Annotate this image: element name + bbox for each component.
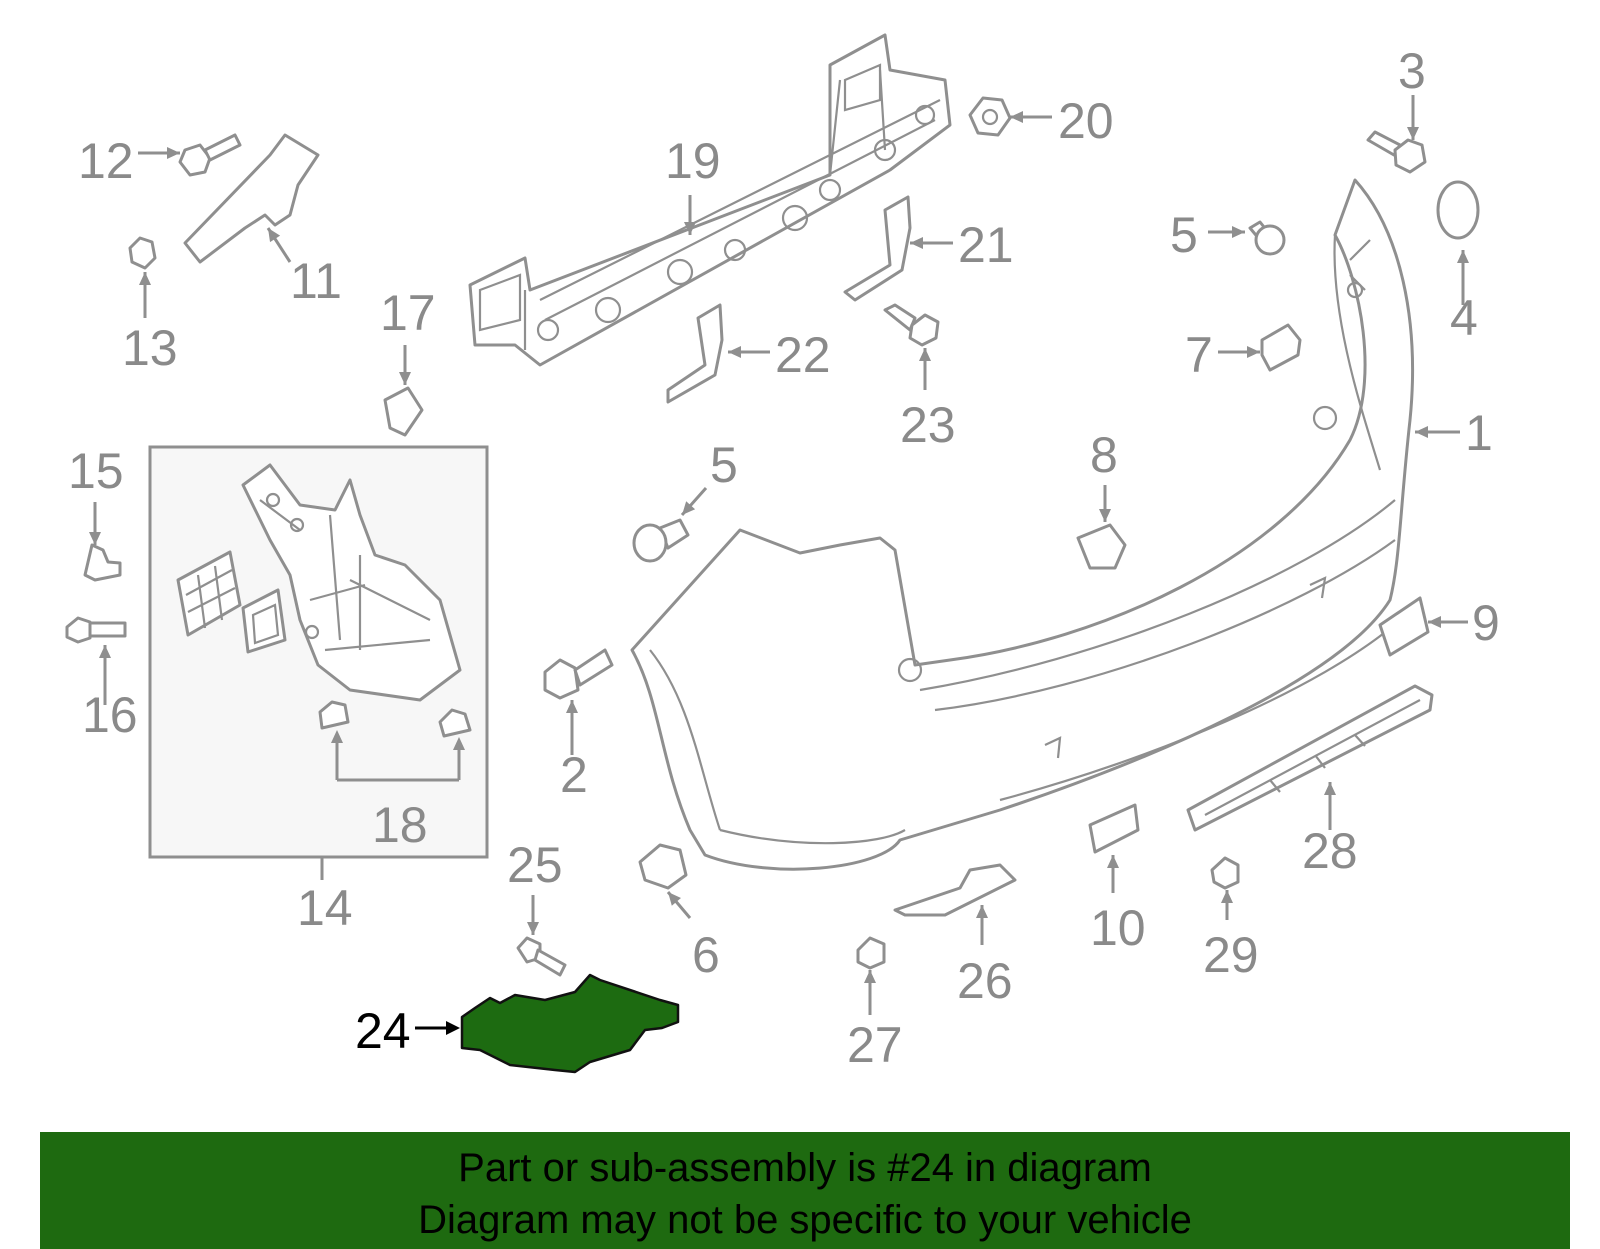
part-26-bracket[interactable] bbox=[893, 863, 1017, 917]
part-12-bolt[interactable] bbox=[178, 133, 242, 177]
part-28-deflector[interactable] bbox=[1186, 684, 1434, 832]
arrowhead-28 bbox=[1324, 782, 1336, 795]
label-1: 1 bbox=[1465, 405, 1493, 461]
arrowhead-19 bbox=[684, 222, 696, 235]
label-17: 17 bbox=[380, 285, 436, 341]
label-4: 4 bbox=[1450, 290, 1478, 346]
arrowhead-12 bbox=[167, 147, 180, 159]
label-28: 28 bbox=[1302, 823, 1358, 879]
part-25-bolt[interactable] bbox=[516, 936, 567, 977]
arrowhead-20 bbox=[1010, 111, 1023, 123]
label-19: 19 bbox=[665, 133, 721, 189]
arrowhead-1 bbox=[1415, 426, 1428, 438]
arrowhead-29 bbox=[1221, 890, 1233, 903]
label-20: 20 bbox=[1058, 93, 1114, 149]
arrowhead-22 bbox=[728, 346, 741, 358]
label-13: 13 bbox=[122, 320, 178, 376]
arrowhead-16 bbox=[99, 645, 111, 658]
label-11: 11 bbox=[290, 253, 342, 309]
part-6-sensor[interactable] bbox=[638, 843, 688, 890]
arrowhead-5a bbox=[1232, 226, 1245, 238]
part-21-bracket[interactable] bbox=[843, 195, 912, 302]
part-14-bracket-assembly-box[interactable] bbox=[148, 445, 489, 859]
arrowhead-23 bbox=[919, 348, 931, 361]
arrowhead-4 bbox=[1457, 250, 1469, 263]
arrowhead-8 bbox=[1099, 509, 1111, 522]
footer-line-2: Diagram may not be specific to your vehi… bbox=[418, 1198, 1192, 1242]
label-22: 22 bbox=[775, 327, 831, 383]
label-8: 8 bbox=[1090, 427, 1118, 483]
part-24-bracket-highlighted[interactable] bbox=[460, 973, 680, 1074]
label-9: 9 bbox=[1472, 595, 1500, 651]
label-12: 12 bbox=[78, 133, 134, 189]
label-3: 3 bbox=[1398, 43, 1426, 99]
arrowhead-2 bbox=[566, 700, 578, 713]
footer-line-1: Part or sub-assembly is #24 in diagram bbox=[458, 1146, 1152, 1190]
leader-bracket-18 bbox=[335, 738, 461, 782]
label-5b: 5 bbox=[710, 437, 738, 493]
label-18: 18 bbox=[372, 797, 428, 853]
part-10-reflector[interactable] bbox=[1088, 803, 1140, 854]
label-14: 14 bbox=[297, 880, 353, 936]
label-6: 6 bbox=[692, 927, 720, 983]
arrowhead-15 bbox=[89, 532, 101, 545]
arrowhead-21 bbox=[910, 237, 923, 249]
part-5a-clip[interactable] bbox=[1248, 220, 1286, 256]
part-11-bracket[interactable] bbox=[183, 133, 320, 264]
arrowhead-26 bbox=[976, 905, 988, 918]
part-2-bolt[interactable] bbox=[543, 648, 614, 700]
label-24: 24 bbox=[355, 1003, 411, 1059]
leader-arrows bbox=[89, 95, 1469, 1035]
label-25: 25 bbox=[507, 837, 563, 893]
part-1-bumper-cover[interactable] bbox=[630, 178, 1415, 871]
label-21: 21 bbox=[958, 217, 1014, 273]
part-5b-clip[interactable] bbox=[632, 518, 690, 563]
label-26: 26 bbox=[957, 953, 1013, 1009]
arrowhead-18-1 bbox=[331, 730, 343, 743]
label-23: 23 bbox=[900, 397, 956, 453]
part-4-cap[interactable] bbox=[1436, 180, 1480, 240]
part-15-retainer[interactable] bbox=[83, 543, 122, 582]
arrowhead-6 bbox=[668, 892, 681, 906]
arrowhead-27 bbox=[864, 970, 876, 983]
arrowhead-3 bbox=[1407, 127, 1419, 140]
label-16: 16 bbox=[82, 687, 138, 743]
part-29-clip[interactable] bbox=[1210, 856, 1240, 890]
arrowhead-13 bbox=[139, 272, 151, 285]
arrowhead-5b bbox=[682, 501, 696, 515]
arrowhead-11 bbox=[268, 228, 281, 243]
part-17-clip[interactable] bbox=[383, 386, 424, 437]
footer-banner: Part or sub-assembly is #24 in diagram D… bbox=[40, 1132, 1570, 1249]
part-9-reflector[interactable] bbox=[1378, 596, 1430, 657]
arrowhead-24 bbox=[446, 1021, 460, 1035]
label-15: 15 bbox=[68, 443, 124, 499]
label-29: 29 bbox=[1203, 927, 1259, 983]
part-22-bracket[interactable] bbox=[666, 303, 724, 404]
label-10: 10 bbox=[1090, 900, 1146, 956]
arrowhead-9 bbox=[1428, 616, 1441, 628]
arrowhead-18-2 bbox=[453, 737, 465, 750]
part-13-nut[interactable] bbox=[128, 236, 157, 270]
part-20-nut[interactable] bbox=[968, 96, 1012, 137]
part-3-bolt[interactable] bbox=[1366, 130, 1427, 174]
part-16-bolt[interactable] bbox=[65, 616, 127, 644]
arrowhead-25 bbox=[527, 922, 539, 935]
arrowhead-7 bbox=[1247, 346, 1260, 358]
label-5a: 5 bbox=[1170, 207, 1198, 263]
part-8-bracket[interactable] bbox=[1076, 523, 1127, 570]
part-19-reinforcement-beam[interactable] bbox=[468, 33, 952, 367]
arrowhead-17 bbox=[399, 372, 411, 385]
arrowhead-10 bbox=[1107, 855, 1119, 868]
label-2: 2 bbox=[560, 747, 588, 803]
label-7: 7 bbox=[1185, 327, 1213, 383]
part-23-bolt[interactable] bbox=[883, 303, 940, 347]
part-27-clip[interactable] bbox=[856, 936, 886, 970]
label-27: 27 bbox=[847, 1017, 903, 1073]
part-7-pad[interactable] bbox=[1260, 323, 1302, 372]
